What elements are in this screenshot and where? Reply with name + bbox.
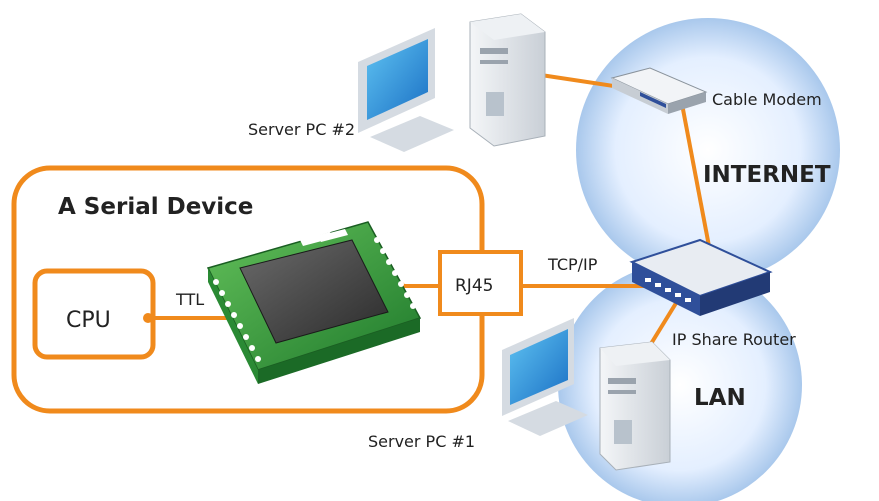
rj45-label: RJ45 [455,276,493,296]
server-pc-2-icon [358,13,546,152]
server-pc-1-label: Server PC #1 [368,432,475,451]
cpu-label: CPU [66,308,111,333]
serial-chip-icon [206,221,422,384]
serial-device-title: A Serial Device [58,194,253,220]
tcp-ip-label: TCP/IP [547,255,598,274]
server-pc-2-label: Server PC #2 [248,120,355,139]
server-pc-1-icon [502,318,671,471]
ttl-label: TTL [175,290,204,309]
lan-label: LAN [694,385,746,411]
cable-modem-label: Cable Modem [712,90,822,109]
cable-modem-icon [610,67,708,114]
ip-share-router-label: IP Share Router [672,330,796,349]
internet-label: INTERNET [703,162,831,188]
rj45-box [438,250,523,316]
cpu-box [32,268,156,360]
router-icon [629,238,773,316]
router-to-modem-line [680,103,714,263]
